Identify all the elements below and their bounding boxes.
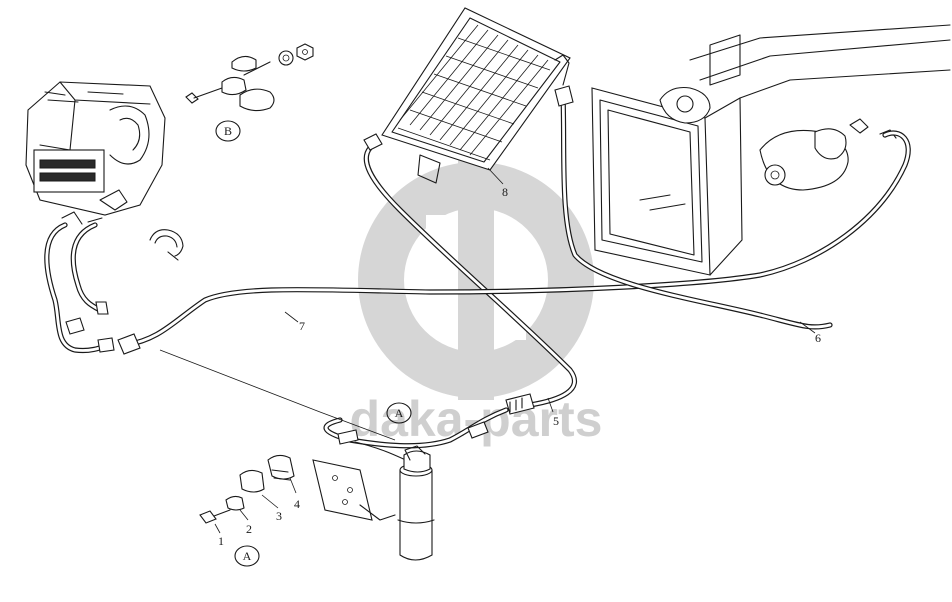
leader-line	[159, 349, 396, 441]
compressor-hoses	[44, 211, 115, 354]
callout-8: 8	[502, 185, 508, 199]
view-marker-a-lower: A	[234, 545, 260, 567]
fastener-set-b	[185, 43, 314, 112]
view-marker-b: B	[215, 120, 241, 142]
svg-text:A: A	[395, 406, 404, 420]
hose-5	[363, 133, 578, 415]
watermark-text: daka-parts	[350, 391, 603, 447]
view-markers: A A B	[215, 120, 412, 567]
callouts: 1 2 3 4 5 6 7 8	[214, 167, 821, 548]
svg-text:A: A	[243, 549, 252, 563]
callout-1: 1	[218, 534, 224, 548]
hose-7	[117, 130, 911, 355]
callout-2: 2	[246, 522, 252, 536]
callout-3: 3	[276, 509, 282, 523]
callout-5: 5	[553, 414, 559, 428]
receiver-drier	[397, 445, 435, 561]
callout-7: 7	[299, 319, 305, 333]
hose-drier-line	[323, 407, 509, 463]
view-marker-a-upper: A	[386, 402, 412, 424]
hose-6	[554, 85, 833, 330]
callout-6: 6	[815, 331, 821, 345]
callout-4: 4	[294, 497, 300, 511]
svg-text:B: B	[224, 124, 232, 138]
watermark: daka-parts	[350, 160, 603, 447]
radiator-engine	[591, 24, 951, 276]
hose-clamp-small	[149, 229, 184, 261]
condenser	[381, 7, 571, 184]
bracket-assembly	[199, 454, 396, 524]
compressor-assembly	[25, 81, 166, 216]
